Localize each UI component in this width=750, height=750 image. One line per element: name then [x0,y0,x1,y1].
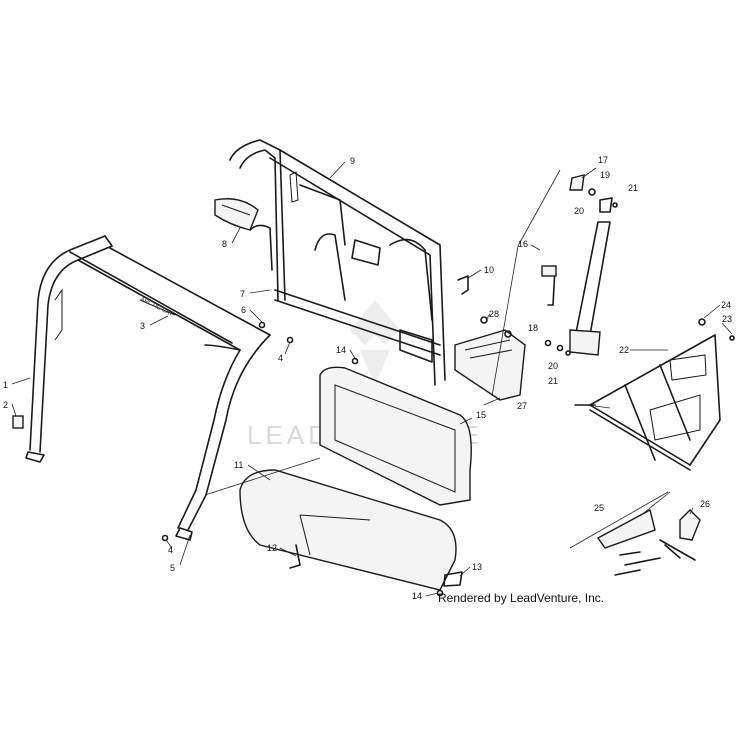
callout-19: 19 [600,170,610,180]
part-23-nut [729,335,735,341]
part-4-bolt-bottom [161,534,169,542]
callout-24: 24 [721,300,731,310]
part-14-screw-top [351,357,359,365]
rear-frame [229,139,446,386]
part-18-washer [544,339,552,347]
callout-22: 22 [619,345,629,355]
part-2-bracket [12,415,24,429]
part-13-bracket [443,571,463,587]
part-12-bracket [289,544,301,569]
part-26-bottle [679,509,701,541]
callouts: 1 2 3 4 4 5 6 7 8 9 10 11 12 13 14 14 15… [3,155,732,601]
callout-16: 16 [518,239,528,249]
part-10-clip [457,275,469,295]
callout-17: 17 [598,155,608,165]
render-credit: Rendered by LeadVenture, Inc. [438,591,605,605]
callout-10: 10 [484,265,494,275]
callout-11: 11 [234,460,243,470]
callout-1: 1 [3,380,8,390]
callout-23: 23 [722,314,732,324]
callout-3: 3 [140,321,145,331]
callout-25: 25 [594,503,604,513]
part-20-spacer-bottom [556,344,564,352]
callout-13: 13 [472,562,482,572]
callout-8: 8 [222,239,227,249]
callout-20b: 20 [548,361,558,371]
part-16-seat-belt [541,221,611,356]
part-21-nut-top [612,202,618,208]
callout-14a: 14 [336,345,346,355]
part-22-net [574,334,721,471]
front-roll-bar: ARCTIC CAT [25,235,271,541]
part-25-tool-kit [596,508,696,576]
part-27-buckle-base [454,329,526,401]
part-28-screws [480,316,512,338]
callout-21a: 21 [628,183,638,193]
part-24-screw [698,318,706,326]
callout-7: 7 [240,289,245,299]
callout-5: 5 [170,563,175,573]
callout-18: 18 [528,323,538,333]
callout-2: 2 [3,400,8,410]
callout-4a: 4 [278,353,283,363]
part-20-spacer-top [599,197,613,213]
callout-27: 27 [517,401,527,411]
part-19-bolt [588,188,596,196]
callout-15: 15 [476,410,486,420]
callout-12: 12 [267,543,277,553]
part-17-anchor [569,174,585,191]
seat-bottom [239,469,457,591]
callout-26: 26 [700,499,710,509]
leader-lines [11,161,733,597]
callout-6: 6 [241,305,246,315]
callout-14b: 14 [412,591,422,601]
callout-21b: 21 [548,376,558,386]
callout-20a: 20 [574,206,584,216]
part-4-bolt-top [286,336,294,344]
seat-back [319,366,472,506]
part-6-bolt [258,321,266,329]
part-8-pad [214,198,259,231]
part-21-nut-bottom [565,350,571,356]
callout-9: 9 [350,156,355,166]
callout-4b: 4 [168,545,173,555]
callout-28: 28 [489,309,499,319]
